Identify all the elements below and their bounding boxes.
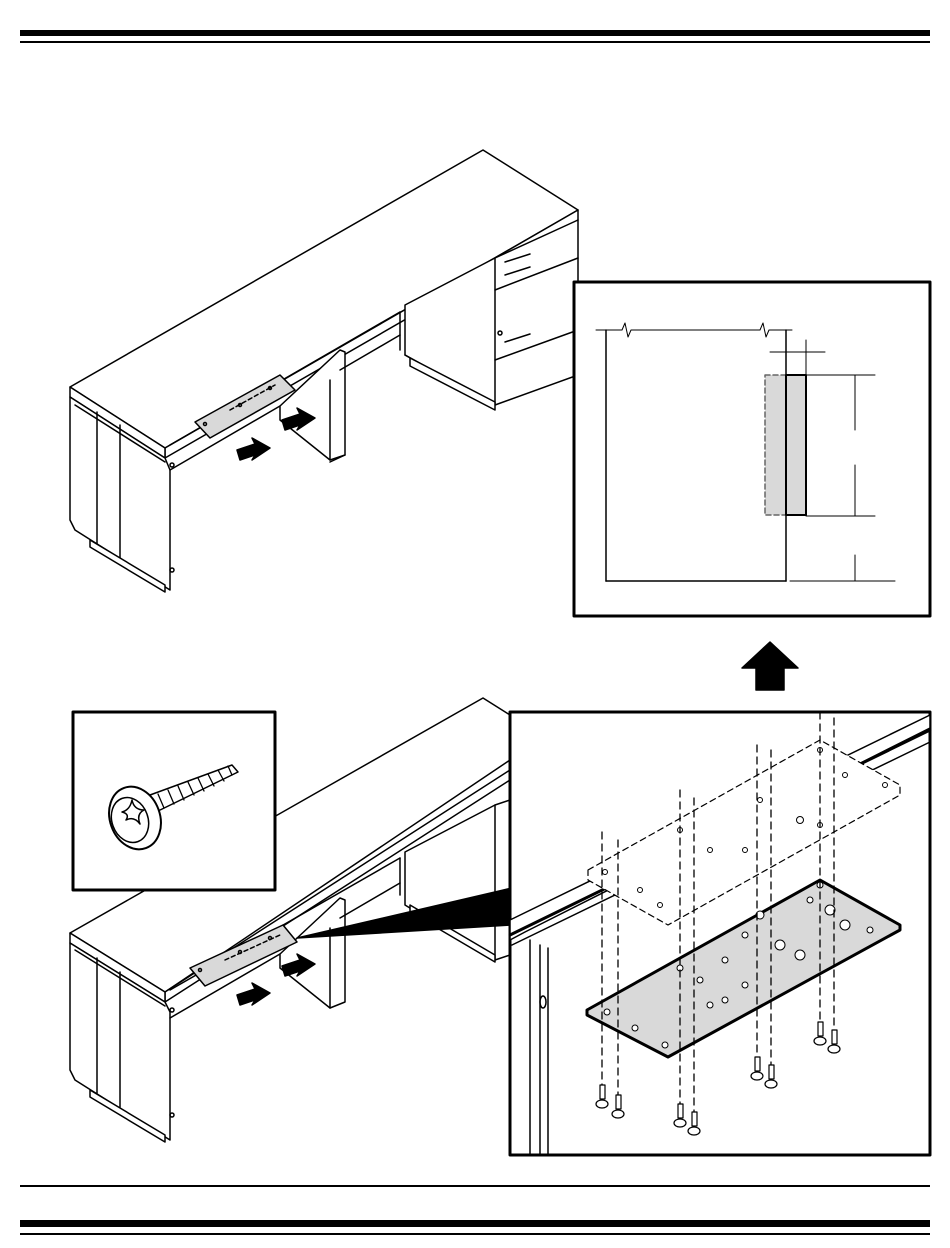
up-arrow-icon: [742, 642, 798, 690]
screw-inset-box: [73, 712, 275, 890]
pointer-arrow-bottom-1: [237, 983, 270, 1005]
plate-section-shaded: [765, 375, 786, 515]
footer-rule: [20, 1185, 930, 1235]
header-rule: [20, 30, 930, 43]
clearance-detail-box: [574, 282, 930, 616]
exploded-detail-box: [510, 712, 930, 1155]
desk-illustration-top: [70, 150, 578, 592]
pointer-arrow-top-1: [237, 438, 270, 460]
